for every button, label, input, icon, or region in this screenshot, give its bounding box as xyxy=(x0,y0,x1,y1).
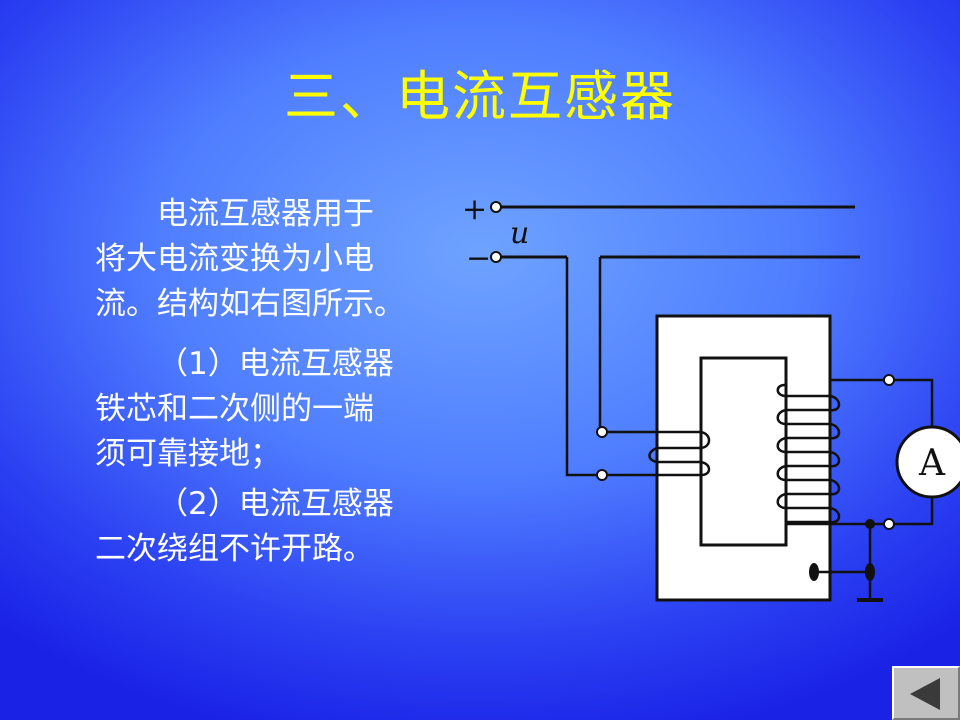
text-line: 须可靠接地； xyxy=(95,436,281,472)
page-title: 三、电流互感器 xyxy=(284,65,676,128)
secondary-winding xyxy=(776,383,841,524)
core-ground-terminal xyxy=(809,563,819,581)
voltage-label: u xyxy=(510,216,529,251)
paragraph-point-1: （1）电流互感器 铁芯和二次侧的一端 须可靠接地； xyxy=(95,342,394,477)
secondary-lead-top xyxy=(830,378,934,427)
plus-label: + xyxy=(462,192,487,227)
secondary-terminal-top xyxy=(883,374,895,386)
ammeter-label: A xyxy=(918,443,946,484)
back-arrow-icon xyxy=(910,678,940,710)
minus-label: − xyxy=(466,241,491,276)
primary-terminal-1 xyxy=(596,426,608,438)
text-line: 将大电流变换为小电 xyxy=(95,241,374,277)
text-line: 流。结构如右图所示。 xyxy=(95,286,405,322)
minus-terminal xyxy=(490,251,502,263)
text-line: （2）电流互感器 xyxy=(157,486,394,522)
back-button[interactable] xyxy=(892,666,960,720)
primary-lead-a xyxy=(565,257,602,477)
text-line: 电流互感器用于 xyxy=(157,196,374,232)
text-line: 铁芯和二次侧的一端 xyxy=(95,391,374,427)
text-line: 二次绕组不许开路。 xyxy=(95,531,374,567)
primary-winding xyxy=(602,430,711,477)
text-line: （1）电流互感器 xyxy=(157,346,394,382)
paragraph-intro: 电流互感器用于 将大电流变换为小电 流。结构如右图所示。 xyxy=(95,192,405,327)
ammeter xyxy=(895,425,960,499)
secondary-terminal-bottom xyxy=(883,518,895,530)
paragraph-point-2: （2）电流互感器 二次绕组不许开路。 xyxy=(95,482,394,572)
primary-terminal-2 xyxy=(596,469,608,481)
plus-terminal xyxy=(490,201,502,213)
core-window xyxy=(699,356,788,547)
